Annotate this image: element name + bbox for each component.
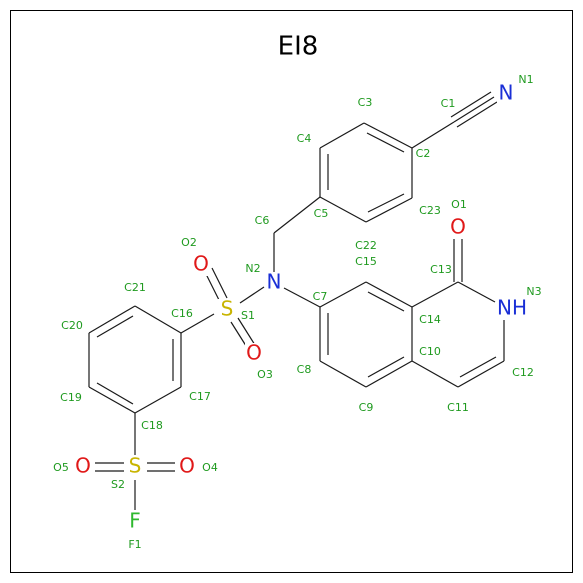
- atom-s2-label: S2: [111, 478, 125, 491]
- atom-c16-label: C16: [171, 307, 193, 320]
- atom-o3-bg: [245, 343, 263, 365]
- bond-s1-c16: [180, 313, 215, 334]
- atom-c4-label: C4: [297, 132, 312, 145]
- atom-s1-symbol: S: [221, 297, 234, 321]
- bond-c20-c21: [88, 305, 136, 334]
- bond-c18-c19: [88, 386, 136, 414]
- atom-f1-symbol: F: [129, 509, 141, 533]
- atom-c6-label: C6: [255, 214, 270, 227]
- bond-c5-c6: [273, 196, 321, 234]
- bond-c3-c2: [363, 122, 413, 149]
- atom-c23-label: C23: [419, 204, 441, 217]
- atom-c22-label: C22: [355, 239, 377, 252]
- atom-n3-label: N3: [526, 285, 541, 298]
- bond-c7-c15: [319, 281, 367, 308]
- atom-o3-symbol: O: [246, 341, 262, 365]
- bond-c14-c13: [411, 281, 459, 308]
- bond-c1-n1-c: [456, 101, 498, 128]
- bond-c23-c22: [365, 197, 413, 223]
- atom-n1-symbol: N: [499, 81, 514, 105]
- atom-c2-label: C2: [416, 147, 431, 160]
- bond-c21-c16: [134, 305, 182, 334]
- bond-c23-c22-inner: [367, 193, 405, 213]
- atom-c14-label: C14: [419, 313, 441, 326]
- atom-o2-bg: [192, 254, 210, 276]
- atom-c10-label: C10: [419, 345, 441, 358]
- bond-c10-c9: [365, 360, 413, 388]
- bond-c18-c19-inner: [96, 382, 134, 405]
- atom-n3-bg: [498, 298, 526, 320]
- atom-o3-label: O3: [257, 368, 273, 381]
- bond-c12-c11: [457, 360, 505, 388]
- atom-n3-symbol: NH: [497, 296, 527, 320]
- atom-c12-label: C12: [512, 366, 534, 379]
- bond-n2-c7: [283, 287, 321, 308]
- atom-c1-label: C1: [441, 97, 456, 110]
- atom-c19-label: C19: [60, 391, 82, 404]
- atom-f1-bg: [126, 511, 144, 533]
- atom-c3-label: C3: [358, 96, 373, 109]
- atom-c18-label: C18: [141, 419, 163, 432]
- atoms: NN1C1C2C3C4C5C6C7C8C9C10C11C12C13C14C15C…: [53, 73, 541, 551]
- atom-c21-label: C21: [124, 281, 146, 294]
- bonds: [88, 91, 505, 510]
- atom-n2-bg: [265, 272, 283, 294]
- bond-c13-n3: [457, 281, 496, 303]
- atom-c11-label: C11: [447, 401, 469, 414]
- bond-s1-o3-b: [237, 317, 256, 346]
- atom-o2-label: O2: [181, 236, 197, 249]
- atom-o2-symbol: O: [193, 252, 209, 276]
- bond-c12-c11-inner: [459, 356, 497, 378]
- atom-f1-label: F1: [128, 538, 141, 551]
- atom-s2-symbol: S: [129, 454, 142, 478]
- bond-c9-c8: [319, 360, 367, 388]
- bond-c4-c3: [319, 122, 365, 149]
- atom-n1-label: N1: [518, 73, 533, 86]
- atom-c20-label: C20: [61, 319, 83, 332]
- bond-c3-c2-inner: [366, 132, 405, 153]
- bond-c2-c1: [411, 121, 455, 149]
- atom-n2-symbol: N: [267, 270, 282, 294]
- atom-o1-label: O1: [451, 198, 467, 211]
- atom-o4-symbol: O: [179, 454, 195, 478]
- atom-c8-label: C8: [297, 363, 312, 376]
- bond-c1-n1: [453, 96, 495, 123]
- atom-s1-label: S1: [241, 309, 255, 322]
- bond-c10-c9-inner: [367, 356, 405, 378]
- atom-o1-bg: [449, 217, 467, 239]
- bond-c22-c5: [319, 196, 367, 223]
- atom-o5-bg: [74, 456, 92, 478]
- atom-o4-bg: [178, 456, 196, 478]
- atom-c7-label: C7: [313, 290, 328, 303]
- diagram-title: EI8: [278, 32, 319, 62]
- atom-c13-label: C13: [430, 263, 452, 276]
- bond-c15-c14: [365, 281, 413, 308]
- bond-c17-c18: [134, 386, 182, 414]
- atom-o5-symbol: O: [75, 454, 91, 478]
- atom-o5-label: O5: [53, 461, 69, 474]
- atom-n1-bg: [497, 83, 515, 105]
- atom-c9-label: C9: [359, 401, 374, 414]
- atom-s2-bg: [126, 456, 144, 478]
- bond-c1-n1-b: [450, 91, 492, 118]
- atom-s1-bg: [218, 299, 236, 321]
- atom-c5-label: C5: [314, 207, 329, 220]
- atom-n2-label: N2: [245, 262, 260, 275]
- atom-c15-label: C15: [355, 255, 377, 268]
- bond-c15-c14-inner: [367, 291, 405, 312]
- atom-o1-symbol: O: [450, 215, 466, 239]
- bond-s1-o2-b: [211, 267, 228, 299]
- bond-c20-c21-inner: [96, 315, 134, 338]
- bond-s1-o2: [204, 271, 221, 303]
- atom-o4-label: O4: [202, 461, 218, 474]
- atom-c17-label: C17: [189, 390, 211, 403]
- bond-n2-s1: [239, 286, 265, 304]
- bond-c11-c10: [411, 360, 459, 388]
